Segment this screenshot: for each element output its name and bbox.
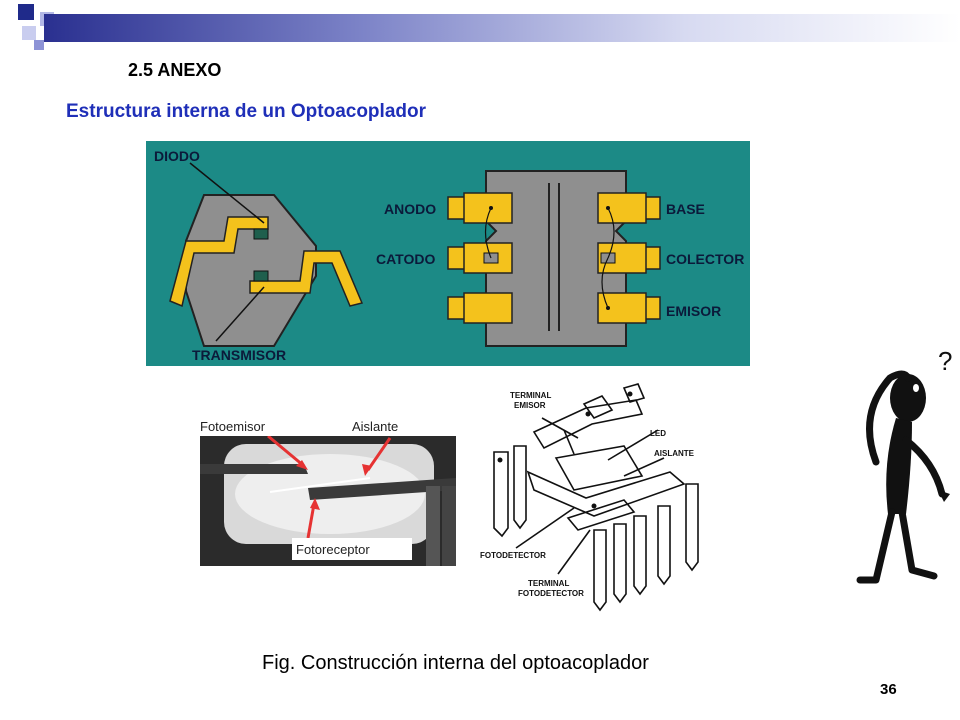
pin-label-anodo: ANODO bbox=[384, 201, 436, 217]
thinking-figure-clipart: ? bbox=[856, 346, 952, 584]
label-terminal-emisor-1: TERMINAL bbox=[510, 391, 551, 400]
label-fotoemisor: Fotoemisor bbox=[200, 419, 266, 434]
label-diodo: DIODO bbox=[154, 148, 200, 164]
label-transmisor: TRANSMISOR bbox=[192, 347, 286, 363]
exploded-view-drawing: TERMINAL EMISOR LED AISLANTE FOTODETECTO… bbox=[474, 380, 714, 620]
section-number: 2.5 ANEXO bbox=[128, 60, 222, 80]
label-terminal-fotodetector-1: TERMINAL bbox=[528, 579, 569, 588]
label-aislante-drawing: AISLANTE bbox=[654, 449, 695, 458]
pin-label-emisor: EMISOR bbox=[666, 303, 721, 319]
label-fotodetector: FOTODETECTOR bbox=[480, 551, 546, 560]
header-decor-square bbox=[22, 26, 36, 40]
header-decor-square bbox=[34, 40, 44, 50]
xray-cross-section-photo: Fotoemisor Aislante Fotoreceptor bbox=[200, 408, 456, 568]
label-led: LED bbox=[650, 429, 666, 438]
pin-label-catodo: CATODO bbox=[376, 251, 435, 267]
figure-caption: Fig. Construcción interna del optoacopla… bbox=[262, 652, 649, 674]
pin-label-colector: COLECTOR bbox=[666, 251, 744, 267]
label-terminal-emisor-2: EMISOR bbox=[514, 401, 546, 410]
pin-label-base: BASE bbox=[666, 201, 705, 217]
header-decor-square bbox=[18, 4, 34, 20]
label-aislante: Aislante bbox=[352, 419, 398, 434]
slide-title: Estructura interna de un Optoacoplador bbox=[66, 101, 426, 122]
label-terminal-fotodetector-2: FOTODETECTOR bbox=[518, 589, 584, 598]
optocoupler-internal-diagram: DIODO TRANSMISOR ANODO CATODO BASE COLEC… bbox=[146, 141, 750, 366]
page-number: 36 bbox=[880, 681, 897, 698]
label-fotoreceptor: Fotoreceptor bbox=[296, 542, 370, 557]
header-gradient-bar bbox=[44, 14, 960, 42]
question-mark-glyph: ? bbox=[938, 346, 952, 376]
